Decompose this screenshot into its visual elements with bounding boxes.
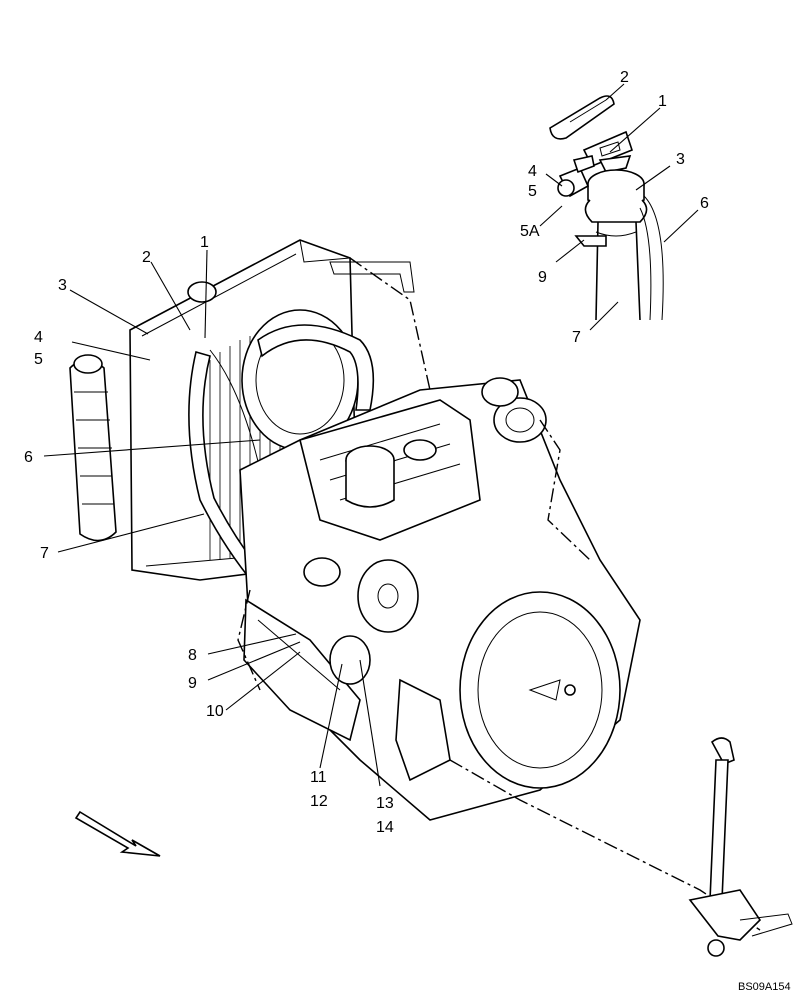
callout-4-main: 4	[34, 329, 43, 346]
callout-3-inset: 3	[676, 151, 685, 168]
callout-2-inset: 2	[620, 69, 629, 86]
engine-assembly	[69, 239, 793, 957]
callout-6-main: 6	[24, 449, 33, 466]
callout-5A-inset: 5A	[520, 223, 540, 240]
leader-lines	[43, 83, 699, 787]
callout-10: 10	[206, 703, 224, 720]
callout-1-main: 1	[200, 234, 209, 251]
drawing-reference: BS09A154	[738, 981, 791, 993]
detail-inset	[549, 95, 664, 321]
callout-11: 11	[310, 769, 327, 786]
callout-14: 14	[376, 819, 394, 836]
callout-labels: 1 2 3 4 5 6 7 8 9 10 11 12 13 14 1 2 3 4…	[24, 69, 791, 993]
callout-6-inset: 6	[700, 195, 709, 212]
callout-2-main: 2	[142, 249, 151, 266]
callout-3-main: 3	[58, 277, 67, 294]
callout-5-inset: 5	[528, 183, 537, 200]
callout-8: 8	[188, 647, 197, 664]
callout-13: 13	[376, 795, 394, 812]
callout-12: 12	[310, 793, 328, 810]
callout-1-inset: 1	[658, 93, 667, 110]
callout-7-inset: 7	[572, 329, 581, 346]
callout-9-main: 9	[188, 675, 197, 692]
front-direction-arrow	[74, 810, 161, 857]
callout-5-main: 5	[34, 351, 43, 368]
callout-9-inset: 9	[538, 269, 547, 286]
callout-4-inset: 4	[528, 163, 537, 180]
callout-7-main: 7	[40, 545, 49, 562]
